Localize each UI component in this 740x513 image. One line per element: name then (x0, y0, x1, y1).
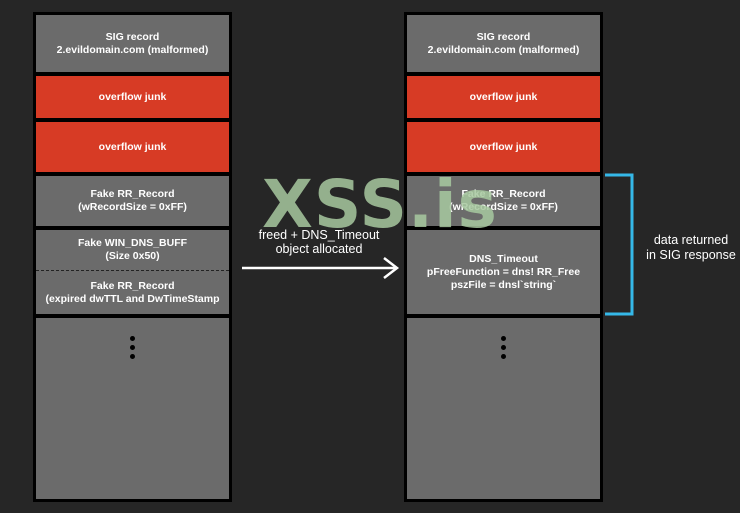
win-dns-buff-block: Fake WIN_DNS_BUFF (Size 0x50) Fake RR_Re… (36, 230, 229, 314)
arrow-label-line1: freed + DNS_Timeout (258, 228, 380, 242)
dns-timeout-psz-file: pszFile = dnsl`string` (450, 278, 557, 291)
arrow-label: freed + DNS_Timeout object allocated (244, 228, 394, 256)
sig-record-block: SIG record 2.evildomain.com (malformed) (36, 15, 229, 72)
watermark: XSS.is (262, 166, 498, 243)
fake-rr-record-2-section: Fake RR_Record (expired dwTTL and DwTime… (36, 270, 229, 314)
sig-record-domain: 2.evildomain.com (malformed) (56, 43, 209, 56)
bracket-label-line2: in SIG response (646, 248, 736, 262)
overflow-junk-label: overflow junk (469, 140, 538, 153)
right-arrow-icon (242, 257, 400, 279)
fake-rr-record-2-detail: (expired dwTTL and DwTimeStamp (45, 292, 220, 305)
sig-record-title: SIG record (105, 30, 160, 43)
overflow-junk-label: overflow junk (98, 140, 167, 153)
bracket-label-line1: data returned (653, 233, 729, 247)
fake-rr-record-2-title: Fake RR_Record (90, 279, 175, 292)
dns-timeout-free-function: pFreeFunction = dns! RR_Free (426, 265, 581, 278)
bracket-icon (605, 173, 634, 316)
win-dns-buff-title: Fake WIN_DNS_BUFF (77, 237, 188, 249)
sig-record-title: SIG record (476, 30, 531, 43)
fake-rr-record-title: Fake RR_Record (90, 188, 175, 200)
win-dns-buff-size: (Size 0x50) (105, 250, 160, 262)
right-memory-column: SIG record 2.evildomain.com (malformed) … (404, 12, 603, 502)
arrow-label-line2: object allocated (275, 242, 363, 256)
ellipsis-icon (36, 334, 229, 361)
sig-record-block: SIG record 2.evildomain.com (malformed) (407, 15, 600, 72)
overflow-junk-block-2: overflow junk (407, 122, 600, 172)
left-memory-column: SIG record 2.evildomain.com (malformed) … (33, 12, 232, 502)
fake-rr-record-size: (wRecordSize = 0xFF) (78, 201, 187, 213)
fake-rr-record-block: Fake RR_Record (wRecordSize = 0xFF) (407, 176, 600, 226)
fake-rr-record-block: Fake RR_Record (wRecordSize = 0xFF) (36, 176, 229, 226)
overflow-junk-block-1: overflow junk (407, 76, 600, 118)
overflow-junk-label: overflow junk (98, 90, 167, 103)
sig-record-domain: 2.evildomain.com (malformed) (427, 43, 580, 56)
win-dns-buff-section: Fake WIN_DNS_BUFF (Size 0x50) (78, 230, 187, 270)
overflow-junk-label: overflow junk (469, 90, 538, 103)
ellipsis-icon (407, 334, 600, 361)
dns-timeout-block: DNS_Timeout pFreeFunction = dns! RR_Free… (407, 230, 600, 314)
bracket-label: data returned in SIG response (638, 233, 740, 263)
overflow-junk-block-2: overflow junk (36, 122, 229, 172)
overflow-junk-block-1: overflow junk (36, 76, 229, 118)
fake-rr-record-title: Fake RR_Record (461, 188, 546, 200)
fake-rr-record-size: (wRecordSize = 0xFF) (449, 201, 558, 213)
dns-timeout-title: DNS_Timeout (469, 252, 538, 265)
